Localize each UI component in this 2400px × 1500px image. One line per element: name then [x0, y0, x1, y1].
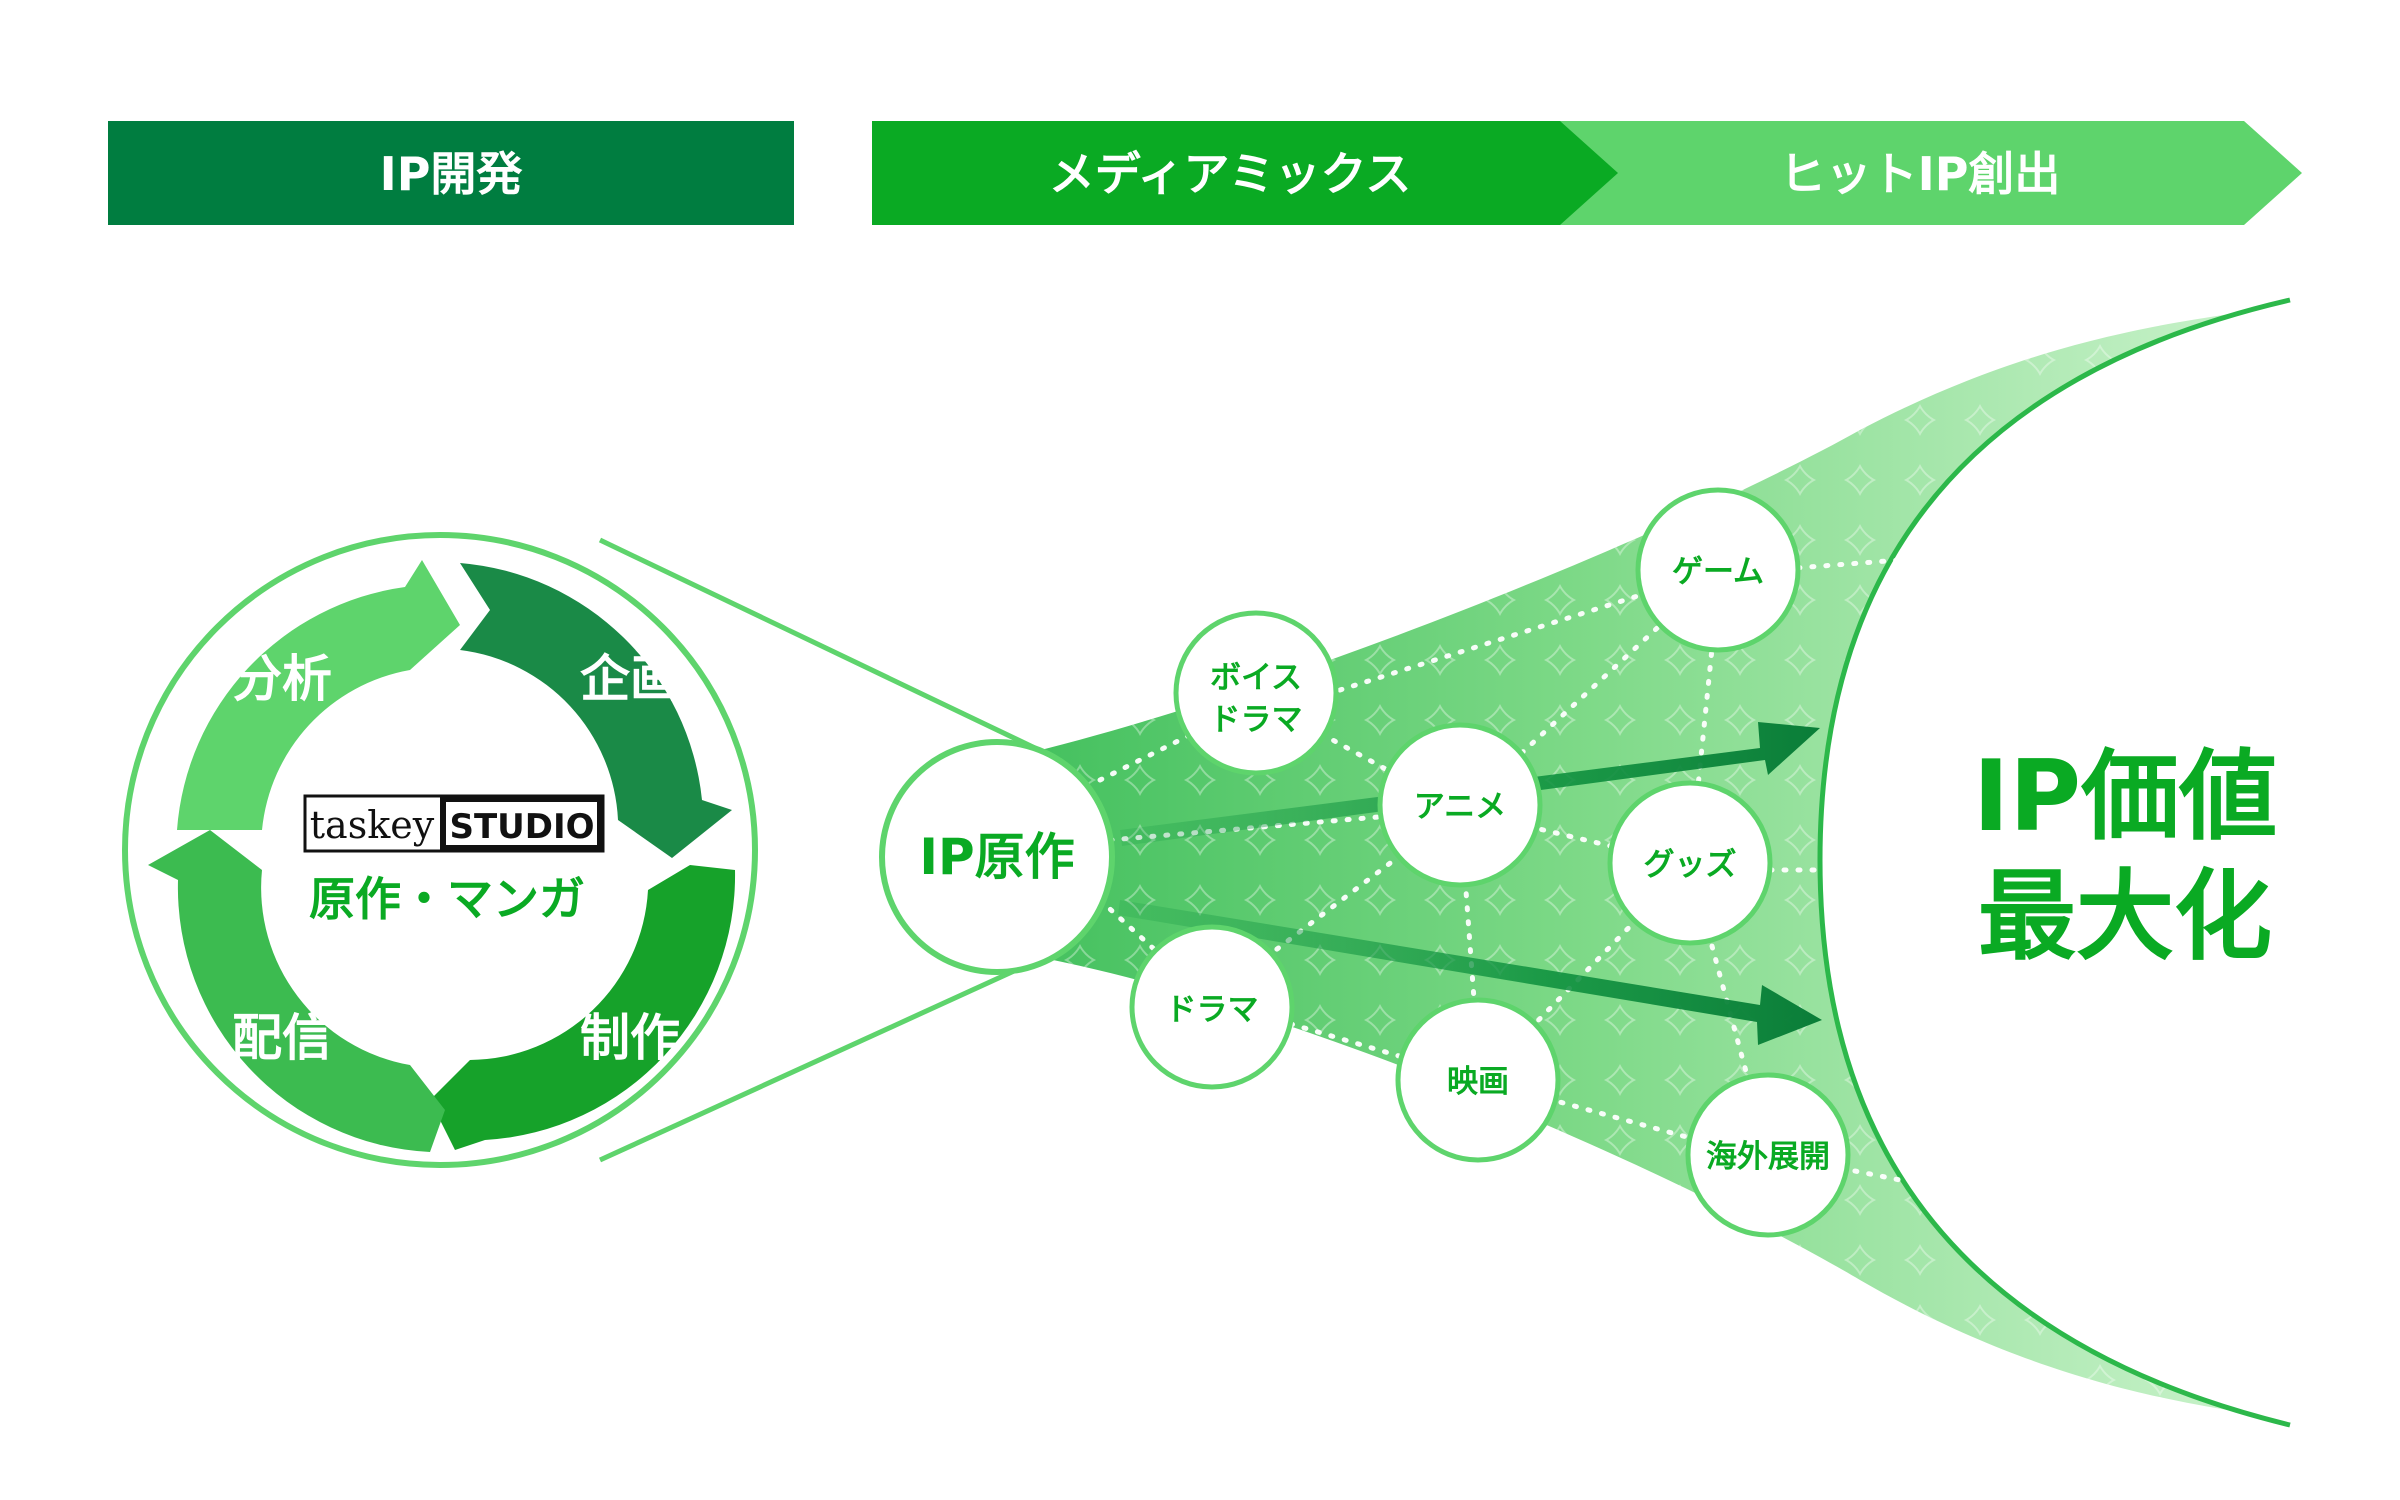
cycle-step-distribution: 配信 — [232, 1009, 332, 1067]
cycle-arrow-distribution — [148, 830, 445, 1152]
media-node-drama: ドラマ — [1129, 924, 1295, 1090]
result-line1: IP価値 — [1973, 740, 2277, 854]
header-arrow-media-mix: メディアミックス — [872, 121, 1618, 225]
header-ip-development-label: IP開発 — [380, 147, 524, 201]
cycle-arrow-planning — [460, 563, 732, 858]
media-node-voice-drama-line2: ドラマ — [1210, 702, 1303, 738]
connector-line-top — [598, 537, 1062, 763]
media-node-goods-label: グッズ — [1644, 847, 1737, 883]
result-line2: 最大化 — [1978, 860, 2272, 974]
media-node-goods: グッズ — [1607, 780, 1773, 946]
media-node-overseas: 海外展開 — [1685, 1072, 1851, 1238]
ip-origin-node: IP原作 — [879, 739, 1115, 975]
media-node-movie: 映画 — [1395, 997, 1561, 1163]
growth-arrow-upper — [1120, 722, 1820, 846]
ip-origin-label: IP原作 — [919, 828, 1074, 886]
cycle-arrow-production — [430, 865, 736, 1150]
media-node-overseas-label: 海外展開 — [1706, 1139, 1830, 1175]
growth-arrow-lower — [1118, 900, 1822, 1045]
media-node-voice-drama: ボイス ドラマ — [1173, 610, 1339, 776]
cycle-arrow-analysis — [177, 560, 460, 830]
header-arrow-hit-ip: ヒットIP創出 — [1520, 121, 2302, 225]
media-node-voice-drama-line1: ボイス — [1210, 660, 1302, 696]
logo-brand-right: STUDIO — [449, 807, 594, 847]
media-node-movie-label: 映画 — [1447, 1064, 1509, 1100]
cycle-step-planning: 企画 — [580, 650, 680, 708]
media-node-drama-label: ドラマ — [1166, 992, 1259, 1028]
taskey-studio-logo: taskey STUDIO — [303, 794, 605, 853]
header-hit-ip-label: ヒットIP創出 — [1780, 147, 2061, 201]
media-node-game: ゲーム — [1635, 487, 1801, 653]
cycle-center-label: 原作・マンガ — [309, 872, 585, 926]
logo-brand-left: taskey — [310, 803, 435, 847]
cycle-step-analysis: 分析 — [232, 650, 332, 708]
media-node-anime: アニメ — [1377, 722, 1543, 888]
ip-value-maximization: IP価値 最大化 — [1973, 740, 2277, 974]
ip-development-cycle: 分析 企画 制作 配信 taskey STUDIO 原作・マンガ — [122, 532, 758, 1168]
media-node-anime-label: アニメ — [1414, 789, 1506, 825]
cycle-step-production: 制作 — [580, 1009, 680, 1067]
header-bar-ip-development: IP開発 — [108, 121, 794, 225]
connector-line-bottom — [598, 947, 1062, 1163]
header-media-mix-label: メディアミックス — [1049, 147, 1411, 201]
media-node-game-label: ゲーム — [1672, 554, 1764, 590]
